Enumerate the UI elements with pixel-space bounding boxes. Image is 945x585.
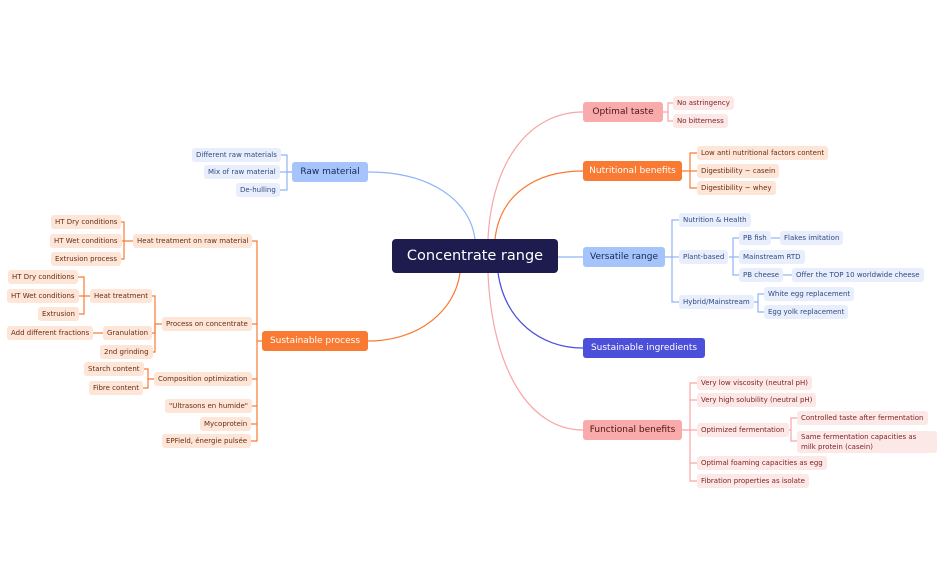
ultrasons-node[interactable]: "Ultrasons en humide" (165, 399, 253, 413)
process-concentrate-node[interactable]: Process on concentrate (162, 317, 252, 331)
mainstream-rtd-node[interactable]: Mainstream RTD (739, 250, 805, 264)
flakes-imitation-node[interactable]: Flakes imitation (780, 231, 844, 245)
composition-item-1[interactable]: Starch content (84, 362, 144, 376)
heat-raw-item-3[interactable]: Extrusion process (51, 252, 122, 266)
solubility-node[interactable]: Very high solubility (neutral pH) (697, 393, 817, 407)
heat-treatment-item-3[interactable]: Extrusion (38, 307, 79, 321)
heat-raw-item-1[interactable]: HT Dry conditions (51, 215, 122, 229)
nutrition-health-node[interactable]: Nutrition & Health (679, 213, 751, 227)
heat-treatment-item-2[interactable]: HT Wet conditions (7, 289, 79, 303)
fibration-node[interactable]: Fibration properties as isolate (697, 474, 809, 488)
optimal-taste-node[interactable]: Optimal taste (583, 102, 663, 122)
viscosity-node[interactable]: Very low viscosity (neutral pH) (697, 376, 812, 390)
raw-material-node[interactable]: Raw material (292, 162, 368, 182)
optimal-taste-item-2[interactable]: No bitterness (673, 114, 728, 128)
top10-cheese-node[interactable]: Offer the TOP 10 worldwide cheese (792, 268, 924, 282)
nutritional-item-1[interactable]: Low anti nutritional factors content (697, 146, 829, 160)
raw-material-item-1[interactable]: Different raw materials (192, 148, 281, 162)
versatile-range-node[interactable]: Versatile range (583, 247, 665, 267)
pb-fish-node[interactable]: PB fish (739, 231, 771, 245)
mycoprotein-node[interactable]: Mycoprotein (200, 417, 252, 431)
granulation-node[interactable]: Granulation (103, 326, 153, 340)
second-grinding-node[interactable]: 2nd grinding (100, 345, 153, 359)
fermentation-item-2[interactable]: Same fermentation capacities as milk pro… (797, 431, 937, 453)
fermentation-node[interactable]: Optimized fermentation (697, 423, 789, 437)
pb-cheese-node[interactable]: PB cheese (739, 268, 784, 282)
composition-item-2[interactable]: Fibre content (89, 381, 143, 395)
heat-treatment-item-1[interactable]: HT Dry conditions (8, 270, 79, 284)
fermentation-item-1[interactable]: Controlled taste after fermentation (797, 411, 928, 425)
heat-treatment-node[interactable]: Heat treatment (90, 289, 152, 303)
nutritional-item-3[interactable]: Digestibility ~ whey (697, 181, 776, 195)
foaming-node[interactable]: Optimal foaming capacities as egg (697, 456, 827, 470)
root-node[interactable]: Concentrate range (392, 239, 558, 273)
nutritional-benefits-node[interactable]: Nutritional benefits (583, 161, 682, 181)
heat-raw-node[interactable]: Heat treatment on raw material (133, 234, 253, 248)
nutritional-item-2[interactable]: Digestibility ~ casein (697, 164, 780, 178)
heat-raw-item-2[interactable]: HT Wet conditions (50, 234, 122, 248)
functional-benefits-node[interactable]: Functional benefits (583, 420, 682, 440)
hybrid-mainstream-node[interactable]: Hybrid/Mainstream (679, 295, 754, 309)
raw-material-item-2[interactable]: Mix of raw material (204, 165, 280, 179)
epfield-node[interactable]: EPField, énergie pulsée (162, 434, 252, 448)
composition-node[interactable]: Composition optimization (154, 372, 252, 386)
white-egg-node[interactable]: White egg replacement (764, 287, 855, 301)
granulation-item-1[interactable]: Add different fractions (7, 326, 94, 340)
sustainable-ingredients-node[interactable]: Sustainable ingredients (583, 338, 705, 358)
sustainable-process-node[interactable]: Sustainable process (262, 331, 368, 351)
egg-yolk-node[interactable]: Egg yolk replacement (764, 305, 849, 319)
plant-based-node[interactable]: Plant-based (679, 250, 729, 264)
optimal-taste-item-1[interactable]: No astringency (673, 96, 734, 110)
raw-material-item-3[interactable]: De-hulling (236, 183, 280, 197)
